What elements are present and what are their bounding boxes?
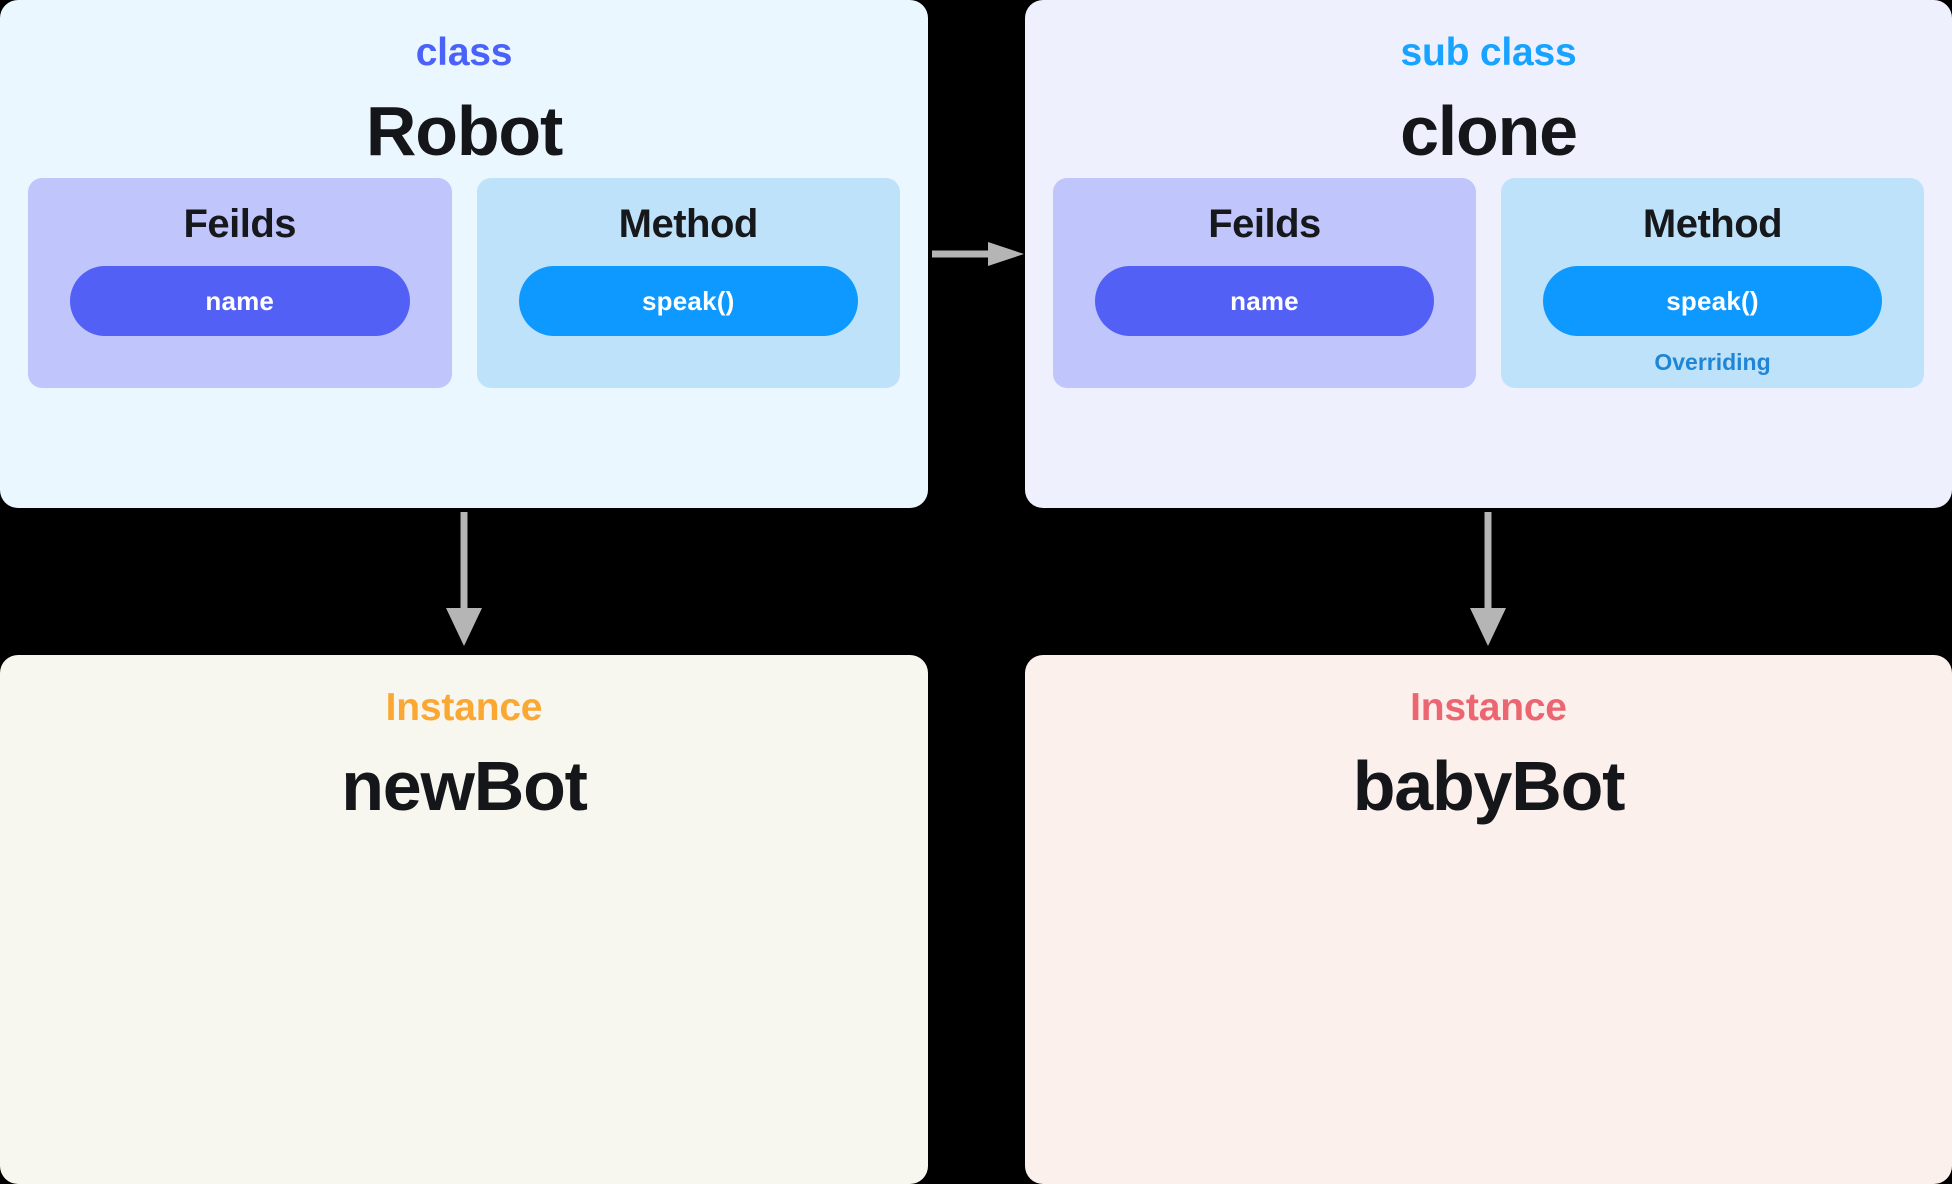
fields-box[interactable]: Feilds name [1053,178,1476,388]
card-kind-label: Instance [385,686,543,729]
method-heading: Method [1642,202,1783,246]
members-row: Feilds name Method speak() Overriding [1053,178,1924,388]
arrow-right-icon [932,242,1024,266]
method-pill-speak[interactable]: speak() [518,266,858,336]
card-title: newBot [341,747,588,825]
method-box[interactable]: Method speak() Overriding [1501,178,1924,388]
arrow-down-icon [1470,512,1506,646]
card-instance-babybot[interactable]: Instance babyBot Feilds name Method spea… [1025,655,1952,1184]
overriding-note: Overriding [1654,349,1771,375]
field-pill-name[interactable]: name [70,266,410,336]
card-instance-newbot[interactable]: Instance newBot Feilds name Method speak… [0,655,928,1184]
method-box[interactable]: Method speak() [476,178,900,388]
card-kind-label: class [415,31,513,74]
card-title: Robot [365,92,563,170]
card-subclass-clone[interactable]: sub class clone Feilds name Method speak… [1025,0,1952,508]
card-kind-label: Instance [1410,686,1567,729]
arrow-down-icon [446,512,482,646]
field-pill-name[interactable]: name [1095,266,1434,336]
method-pill-speak[interactable]: speak() [1543,266,1882,336]
card-title: clone [1400,92,1578,170]
fields-heading: Feilds [1208,202,1321,246]
card-kind-label: sub class [1400,31,1577,74]
card-class-robot[interactable]: class Robot Feilds name Method speak() [0,0,928,508]
members-row: Feilds name Method speak() [28,178,900,388]
fields-box[interactable]: Feilds name [28,178,452,388]
fields-heading: Feilds [183,202,297,246]
method-heading: Method [618,202,759,246]
card-title: babyBot [1352,747,1626,825]
